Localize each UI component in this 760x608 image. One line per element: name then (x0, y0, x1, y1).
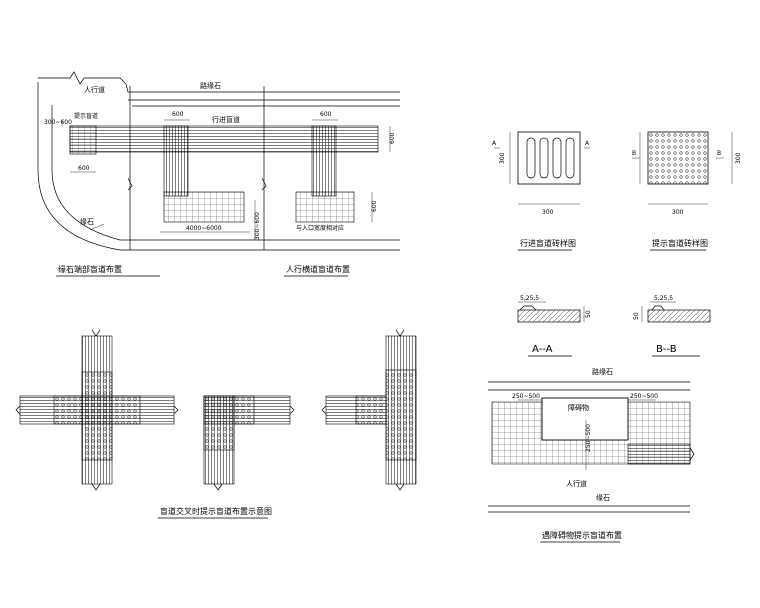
sidewalk-label: 人行道 (84, 85, 105, 94)
section-a-label: A--A (532, 344, 553, 355)
obstacle-sidewalk-label: 人行道 (566, 479, 587, 488)
crossing-t (203, 395, 295, 491)
entrance-note: 与入口宽度相对应 (296, 224, 344, 232)
section-a-side-dim: 50 (585, 310, 592, 318)
dim-600-a: 600 (172, 111, 184, 118)
obstacle-curb-label: 缘石 (596, 493, 610, 502)
dim-600-b: 600 (320, 111, 332, 118)
guide-brick-title: 行进盲道砖样图 (520, 238, 576, 248)
section-b-side-dim: 50 (633, 312, 640, 320)
section-b-label: B--B (656, 344, 677, 355)
section-a-drawing (517, 301, 585, 323)
dim-600-right: 600 (389, 132, 396, 144)
warning-brick-title: 提示盲道砖样图 (652, 238, 708, 248)
obstacle-curb-top-label: 路缘石 (592, 367, 613, 376)
guide-path-label: 行进盲道 (212, 115, 240, 124)
dim-600-right2: 600 (371, 200, 378, 212)
dim-span-label: 4000~6000 (186, 225, 222, 232)
section-a-top-dims: 5,25,5 (520, 295, 539, 302)
warning-brick-sample (632, 131, 733, 205)
guide-dim-h: 300 (499, 152, 506, 164)
guide-brick-sample (494, 131, 590, 205)
crosswalk-title: 人行横道盲道布置 (286, 264, 350, 274)
warning-section-mark-left: B (632, 150, 636, 157)
guide-section-mark-left: A (492, 140, 497, 147)
warning-tactile-label: 提示盲道 (74, 112, 98, 120)
curb-end-title: 缘石端部盲道布置 (58, 264, 122, 274)
curb-top-label: 路缘石 (200, 81, 221, 90)
crossing-title: 盲道交叉时提示盲道布置示意图 (160, 506, 272, 516)
curb-end-and-crosswalk-plan (37, 71, 400, 251)
obstacle-title: 遇障碍物提示盲道布置 (542, 530, 622, 540)
guide-section-mark-right: A (585, 140, 590, 147)
warning-section-mark-right: B (717, 150, 721, 157)
dim-depth-label: 300~600 (254, 212, 261, 240)
section-b-top-dims: 5,25,5 (654, 295, 673, 302)
obstacle-label: 障碍物 (568, 403, 589, 412)
warning-dim-w: 300 (672, 209, 684, 216)
obstacle-dim-right: 250~500 (630, 393, 658, 400)
obstacle-plan (488, 381, 695, 513)
section-b-drawing (641, 301, 711, 323)
dim-width-label: 300~600 (44, 119, 72, 126)
curb-label: 缘石 (80, 217, 94, 226)
obstacle-dim-vertical: 250~500 (585, 424, 592, 452)
dim-600-left: 600 (78, 165, 90, 172)
warning-dim-h: 300 (735, 152, 742, 164)
guide-dim-w: 300 (542, 209, 554, 216)
crossing-side-t (321, 329, 417, 491)
crossing-plus (15, 329, 179, 491)
obstacle-dim-left: 250~500 (512, 393, 540, 400)
